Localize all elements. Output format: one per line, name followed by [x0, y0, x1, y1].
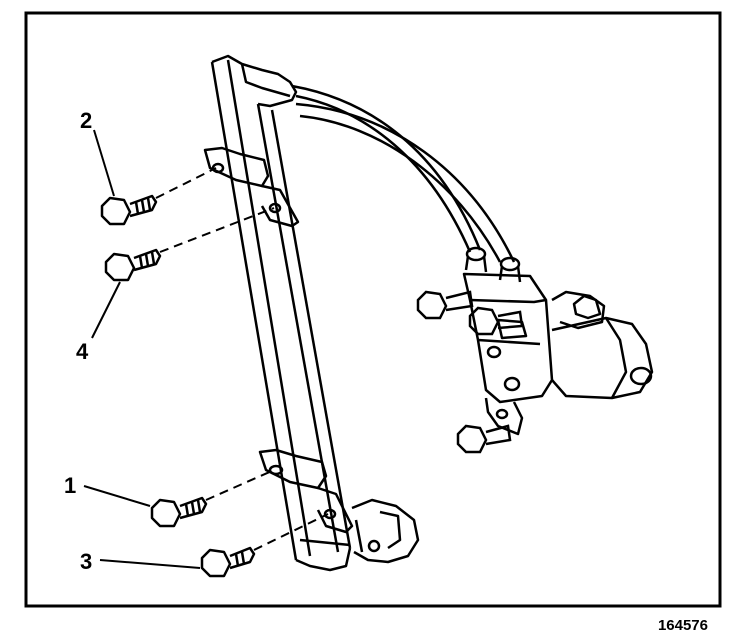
bolt-2: [100, 194, 158, 226]
leader-line-2: [93, 129, 115, 197]
alignment-lines: [155, 167, 329, 551]
alignment-line-1: [205, 469, 275, 501]
callout-2: 2: [80, 108, 92, 133]
upper-bracket: [203, 146, 300, 228]
alignment-line-3: [253, 513, 329, 551]
lower-bracket: [258, 448, 354, 534]
leader-line-4: [91, 281, 121, 339]
callout-4: 4: [76, 339, 89, 364]
leader-line-1: [83, 485, 151, 507]
leader-line-3: [99, 559, 201, 569]
diagram-border: [24, 11, 722, 608]
cable-tubes: [291, 84, 522, 283]
alignment-line-4: [159, 207, 275, 253]
motor-bolt-center: [468, 306, 524, 336]
bolt-3: [200, 546, 256, 578]
motor-bolts: [416, 290, 524, 454]
motor-bolt-upper-left: [416, 290, 474, 320]
bolt-1: [150, 496, 208, 528]
bolt-4: [104, 248, 162, 282]
figure-id: 164576: [657, 617, 708, 634]
lower-pulley: [351, 498, 420, 564]
leader-lines: [83, 129, 201, 569]
motor-assembly: [462, 272, 654, 436]
callout-3: 3: [80, 549, 92, 574]
alignment-line-2: [155, 167, 217, 199]
motor-bolt-lower: [456, 424, 512, 454]
callout-1: 1: [64, 473, 76, 498]
